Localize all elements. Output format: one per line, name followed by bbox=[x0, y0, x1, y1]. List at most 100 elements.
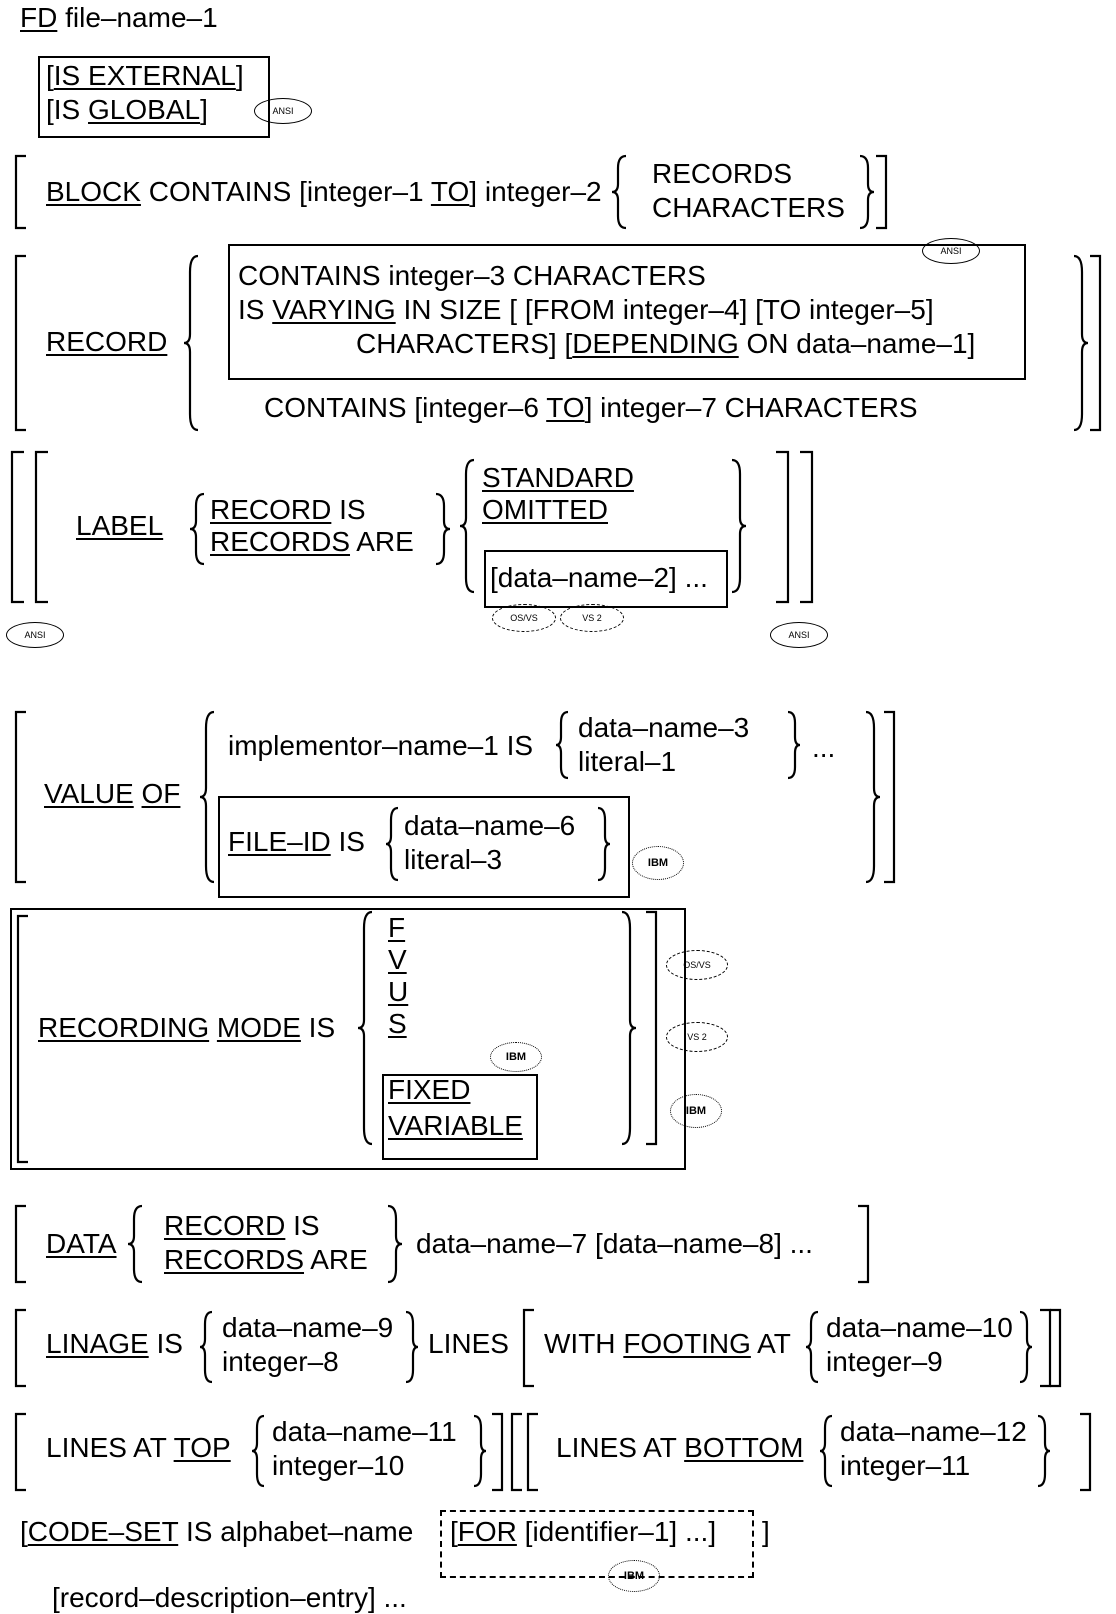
for-identifier: [FOR [identifier–1] ...] bbox=[450, 1516, 717, 1547]
bracket-left bbox=[14, 710, 26, 884]
value-of-keyword: VALUE OF bbox=[44, 778, 181, 809]
double-bracket-left bbox=[10, 450, 48, 604]
bracket-left bbox=[14, 1308, 26, 1388]
brace-left bbox=[189, 492, 205, 566]
closing-bracket: ] bbox=[762, 1516, 770, 1547]
brace-right bbox=[621, 910, 637, 1146]
bracket-right bbox=[1090, 254, 1102, 432]
ibm-badge: IBM bbox=[670, 1094, 722, 1128]
bracket-right bbox=[646, 910, 658, 1146]
bracket-right bbox=[884, 710, 896, 884]
label-keyword: LABEL bbox=[76, 510, 164, 541]
lines-keyword: LINES bbox=[428, 1328, 509, 1359]
brace-right bbox=[1019, 1310, 1033, 1384]
variable-option: VARIABLE bbox=[388, 1110, 523, 1141]
record-is-option: RECORD IS bbox=[210, 494, 366, 525]
integer-9: integer–9 bbox=[826, 1346, 943, 1377]
data-name-9: data–name–9 bbox=[222, 1312, 394, 1343]
for-identifier-box bbox=[440, 1510, 754, 1578]
record-is-option: RECORD IS bbox=[164, 1210, 320, 1241]
bracket-left bbox=[526, 1412, 538, 1492]
brace-left bbox=[199, 1310, 213, 1384]
lines-at-bottom: LINES AT BOTTOM bbox=[556, 1432, 804, 1463]
bracket-left bbox=[522, 1308, 534, 1388]
data-name-12: data–name–12 bbox=[840, 1416, 1027, 1447]
option-characters: CHARACTERS bbox=[652, 192, 845, 223]
fd-line: FD file–name–1 bbox=[20, 2, 218, 34]
varying-box bbox=[228, 244, 1026, 380]
double-bracket-right bbox=[776, 450, 814, 604]
contains-integer-3: CONTAINS integer–3 CHARACTERS bbox=[238, 260, 706, 291]
bracket-left bbox=[510, 1412, 522, 1492]
recording-mode-is: RECORDING MODE IS bbox=[38, 1012, 336, 1043]
ansi-badge: ANSI bbox=[254, 98, 312, 124]
brace-left bbox=[385, 806, 399, 882]
literal-3: literal–3 bbox=[404, 844, 503, 875]
fixed-variable-box bbox=[382, 1074, 538, 1160]
contains-integer-6-line: CONTAINS [integer–6 TO] integer–7 CHARAC… bbox=[264, 392, 918, 423]
implementor-name-1: implementor–name–1 IS bbox=[228, 730, 534, 761]
brace-right bbox=[787, 710, 801, 780]
brace-right bbox=[1073, 254, 1089, 432]
mode-u: U bbox=[388, 976, 409, 1007]
linage-is: LINAGE IS bbox=[46, 1328, 183, 1359]
brace-left bbox=[199, 710, 215, 884]
integer-10: integer–10 bbox=[272, 1450, 405, 1481]
is-global: [IS GLOBAL] bbox=[46, 94, 208, 125]
code-set-line: [CODE–SET IS alphabet–name bbox=[20, 1516, 414, 1547]
bracket-right bbox=[1080, 1412, 1092, 1492]
bracket-right bbox=[1040, 1308, 1052, 1388]
brace-left bbox=[459, 458, 475, 594]
brace-left bbox=[611, 154, 627, 230]
bracket-right bbox=[876, 154, 888, 230]
mode-v: V bbox=[388, 944, 407, 975]
integer-11: integer–11 bbox=[840, 1450, 971, 1481]
mode-s: S bbox=[388, 1008, 407, 1039]
brace-left bbox=[357, 910, 373, 1146]
osvs-badge: OS/VS bbox=[492, 604, 556, 632]
vs2-badge: VS 2 bbox=[560, 604, 624, 632]
ibm-badge: IBM bbox=[608, 1560, 660, 1592]
data-name-10: data–name–10 bbox=[826, 1312, 1013, 1343]
data-name-7-list: data–name–7 [data–name–8] ... bbox=[416, 1228, 813, 1259]
bracket-left bbox=[16, 914, 28, 1164]
file-id-box bbox=[218, 796, 630, 898]
mode-f: F bbox=[388, 912, 406, 943]
depending-line: CHARACTERS] [DEPENDING ON data–name–1] bbox=[356, 328, 976, 359]
brace-right bbox=[473, 1414, 487, 1488]
brace-right bbox=[435, 492, 451, 566]
vs2-badge: VS 2 bbox=[666, 1022, 728, 1052]
ibm-badge: IBM bbox=[490, 1042, 542, 1072]
data-name-6: data–name–6 bbox=[404, 810, 576, 841]
bracket-left bbox=[14, 154, 26, 230]
record-keyword: RECORD bbox=[46, 326, 168, 357]
bracket-left bbox=[14, 254, 26, 432]
records-are-option: RECORDS ARE bbox=[164, 1244, 368, 1275]
data-name-11: data–name–11 bbox=[272, 1416, 457, 1447]
is-external: [IS EXTERNAL] bbox=[46, 60, 244, 91]
brace-right bbox=[859, 154, 875, 230]
brace-left bbox=[819, 1414, 833, 1488]
record-description-entry: [record–description–entry] ... bbox=[52, 1582, 407, 1613]
standard-option: STANDARD bbox=[482, 462, 634, 493]
data-name-2: [data–name–2] ... bbox=[490, 562, 708, 593]
with-footing-at: WITH FOOTING AT bbox=[544, 1328, 791, 1359]
fixed-option: FIXED bbox=[388, 1074, 471, 1105]
ansi-badge: ANSI bbox=[770, 622, 828, 648]
bracket-right bbox=[1050, 1308, 1062, 1388]
brace-left bbox=[183, 254, 199, 432]
brace-right bbox=[597, 806, 611, 882]
fd-file-name: file–name–1 bbox=[65, 2, 218, 33]
brace-left bbox=[127, 1204, 143, 1284]
brace-right bbox=[731, 458, 747, 594]
records-are-option: RECORDS ARE bbox=[210, 526, 414, 557]
ibm-badge: IBM bbox=[632, 846, 684, 880]
integer-8: integer–8 bbox=[222, 1346, 339, 1377]
data-keyword: DATA bbox=[46, 1228, 117, 1259]
omitted-option: OMITTED bbox=[482, 494, 608, 525]
brace-right bbox=[1037, 1414, 1051, 1488]
bracket-left bbox=[14, 1412, 26, 1492]
ellipsis: ... bbox=[812, 732, 836, 763]
brace-right bbox=[865, 710, 881, 884]
bracket-right bbox=[858, 1204, 870, 1284]
